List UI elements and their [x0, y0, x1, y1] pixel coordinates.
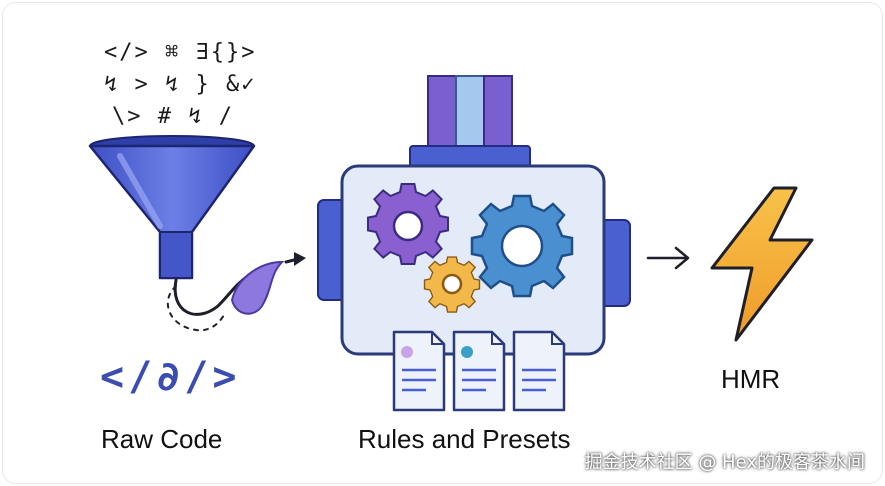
gear-yellow-icon [423, 256, 481, 313]
gear-purple-icon [366, 182, 450, 266]
label-rules-and-presets: Rules and Presets [358, 424, 571, 454]
symbol-row-1: </> ⌘ ∃{}> [104, 40, 257, 65]
label-raw-code: Raw Code [101, 424, 223, 454]
document-icon-2 [452, 330, 506, 412]
symbol-row-3: \> # ↯ / [112, 104, 234, 129]
watermark: 掘金技术社区 @ Hex的极客茶水间 [584, 452, 865, 473]
symbol-row-2: ↯ > ↯ } &✓ [104, 72, 257, 97]
document-icon-1 [392, 330, 446, 412]
lightning-bolt-icon [710, 186, 814, 342]
raw-code-glyph: </∂/> [100, 354, 241, 400]
gear-blue-icon [470, 194, 574, 298]
stream-swirl-icon [166, 252, 306, 332]
document-icon-3 [512, 330, 566, 412]
input-pipes-icon [409, 75, 531, 169]
funnel-icon [88, 135, 256, 280]
label-hmr: HMR [721, 364, 781, 394]
arrow-right-icon [646, 246, 690, 270]
